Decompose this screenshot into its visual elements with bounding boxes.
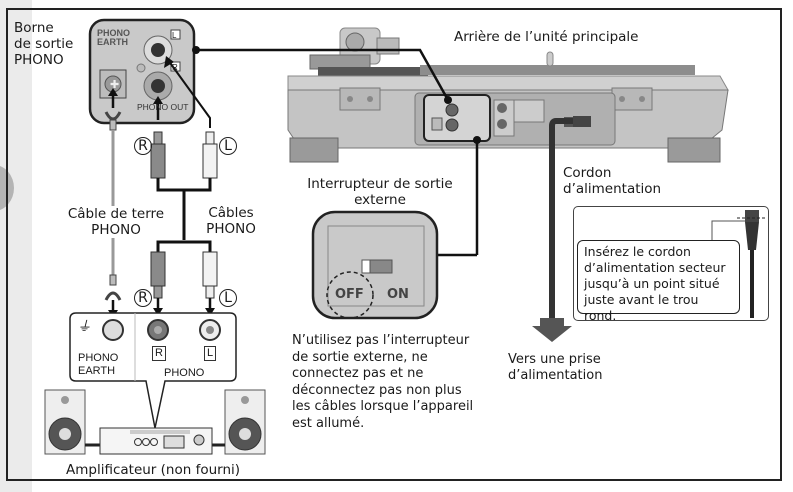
warning-text: N’utilisez pas l’interrupteur de sortie …	[292, 333, 474, 431]
plug-l-marker-bottom: L	[219, 289, 237, 307]
phono-cables	[150, 56, 218, 316]
phono-terminal-label: Borne de sortie PHONO	[14, 20, 74, 68]
power-cord-label: Cordon d’alimentation	[563, 165, 662, 197]
external-output-switch	[311, 136, 481, 320]
plug-l-marker-top: L	[219, 137, 237, 155]
amp-r-mark: R	[152, 346, 166, 361]
amp-phono-earth-label: PHONO EARTH	[78, 352, 119, 377]
svg-text:✚: ✚	[110, 78, 119, 91]
switch-on-label: ON	[387, 287, 409, 302]
phono-cables-label: Câbles PHONO	[206, 205, 256, 237]
amplifier-illustration	[44, 389, 266, 455]
earth-symbol: ⏚	[77, 319, 91, 335]
rear-unit-label: Arrière de l’unité principale	[454, 29, 639, 45]
amp-input-callout	[69, 312, 237, 429]
insert-cord-note: Insérez le cordon d’alimentation secteur…	[577, 240, 740, 323]
turntable-rear-illustration	[287, 27, 729, 163]
panel-phono-earth-text: PHONO EARTH	[97, 28, 131, 47]
power-note-frame	[573, 206, 769, 321]
ext-switch-label: Interrupteur de sortie externe	[307, 176, 453, 208]
diagram-frame	[6, 8, 782, 481]
power-cord	[532, 116, 591, 342]
panel-l-mark: L	[172, 31, 177, 40]
amp-phono-label: PHONO	[164, 367, 205, 379]
amp-l-mark: L	[204, 346, 217, 361]
panel-r-mark: R	[172, 63, 178, 72]
amplifier-label: Amplificateur (non fourni)	[66, 462, 241, 478]
panel-phono-out-text: PHONO OUT	[137, 102, 189, 112]
side-strip	[0, 0, 32, 492]
power-plug-detail	[711, 210, 766, 318]
earth-cable-label: Câble de terre PHONO	[58, 206, 174, 238]
switch-off-label: OFF	[335, 287, 364, 302]
phono-terminal-panel: ✚	[88, 18, 196, 125]
leader-line-terminal	[196, 48, 450, 101]
to-outlet-label: Vers une prise d’alimentation	[508, 352, 603, 383]
plug-r-marker-bottom: R	[134, 289, 152, 307]
plug-r-marker-top: R	[134, 137, 152, 155]
